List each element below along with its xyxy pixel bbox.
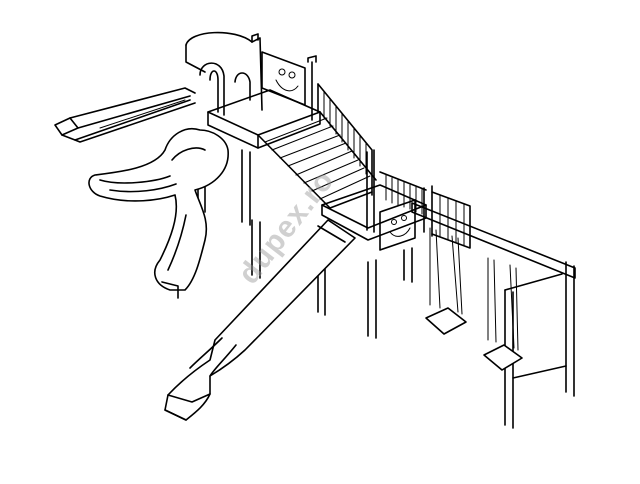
support-posts [197, 33, 433, 339]
spiral-slide [88, 128, 229, 299]
lower-deck [321, 171, 471, 249]
upper-deck [185, 31, 321, 149]
swing-seats [425, 227, 523, 371]
side-barrier-slats [317, 83, 373, 196]
lower-smiley-panel [379, 199, 416, 251]
staircase [257, 111, 377, 209]
long-straight-slide [164, 219, 356, 421]
top-straight-slide [54, 87, 196, 143]
swing-frame [411, 202, 576, 429]
smiley-panel [261, 51, 306, 106]
